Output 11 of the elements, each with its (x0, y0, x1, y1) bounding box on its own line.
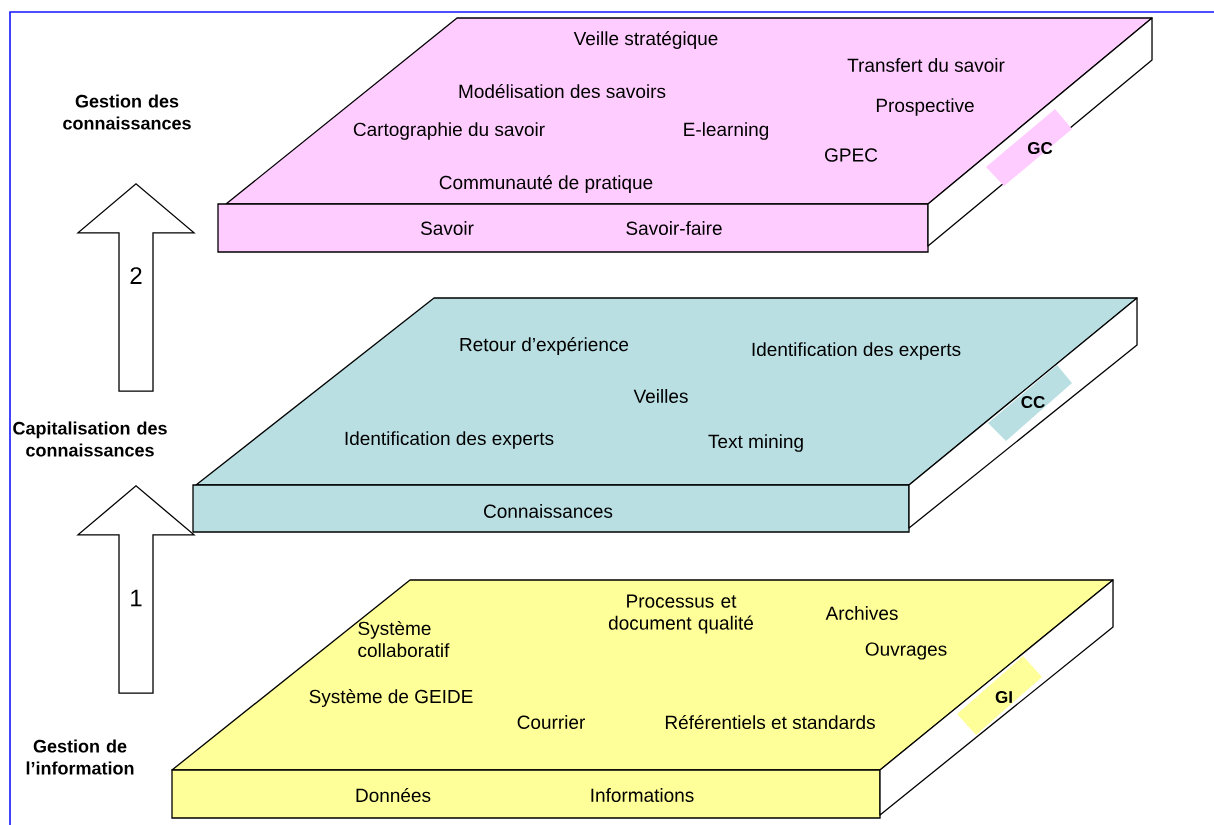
level-title: Capitalisation des connaissances (13, 421, 167, 457)
topic-label: Informations (591, 788, 694, 802)
topic-label: Savoir (420, 221, 474, 235)
topic-label: Données (356, 787, 431, 803)
level-title: Gestion de l’information (26, 739, 134, 775)
block-arrow (76, 484, 196, 694)
edge-label: 2 (128, 266, 144, 285)
topic-label: Savoir-faire (626, 221, 722, 235)
level-title: Gestion des connaissances (63, 94, 191, 130)
topic-label: Connaissances (484, 504, 613, 518)
block-arrow (76, 182, 196, 392)
